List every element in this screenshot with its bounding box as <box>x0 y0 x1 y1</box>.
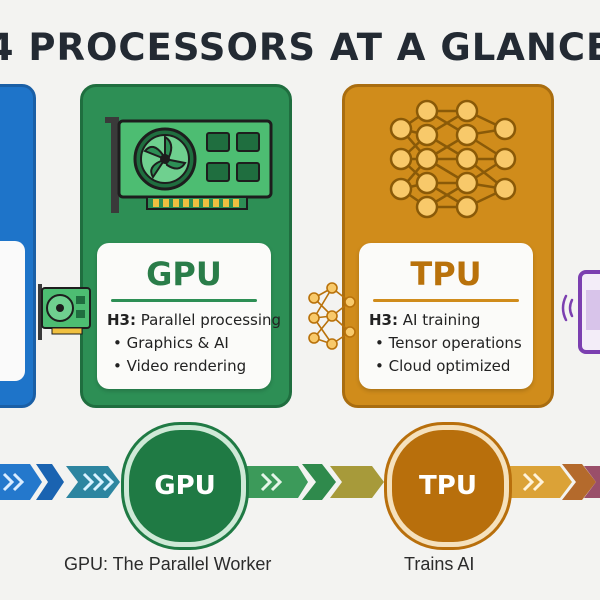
gpu-divider <box>111 299 257 302</box>
gpu-card: GPU H3: Parallel processing • Graphics &… <box>80 84 292 408</box>
tpu-bullet-2: • Cloud optimized <box>375 357 511 375</box>
tpu-h3-prefix: H3: <box>369 311 398 329</box>
cpu-card-panel <box>0 241 25 381</box>
blue-to-green-arrow <box>66 466 120 498</box>
tpu-caption: Trains AI <box>404 554 475 574</box>
gpu-flow-node: GPU <box>124 425 246 547</box>
tpu-divider <box>373 299 519 302</box>
cpu-card-partial <box>0 84 36 408</box>
gpu-info-panel: GPU H3: Parallel processing • Graphics &… <box>97 243 281 389</box>
neural-network-icon <box>389 99 517 219</box>
gpu-caption: GPU: The Parallel Worker <box>64 554 272 574</box>
blue-chevron-arrow <box>0 464 64 500</box>
page-title: 4 PROCESSORS AT A GLANCE <box>0 25 600 69</box>
gpu-bullet-2: • Video rendering <box>113 357 247 375</box>
tpu-bullet-1: • Tensor operations <box>375 334 522 352</box>
orange-right-arrow <box>496 464 600 500</box>
green-to-orange-arrow <box>232 464 384 500</box>
graphics-card-icon-small <box>38 284 91 340</box>
neural-network-icon-small <box>308 282 356 350</box>
tpu-h3-line: H3: AI training <box>369 311 480 329</box>
tpu-heading: TPU <box>410 255 482 293</box>
mobile-device-icon <box>561 270 600 354</box>
tpu-flow-node: TPU <box>387 425 509 547</box>
gpu-h3-prefix: H3: <box>107 311 136 329</box>
gpu-heading: GPU <box>146 255 222 293</box>
gpu-h3-text: Parallel processing <box>140 311 282 329</box>
flow-arrows <box>0 464 600 500</box>
tpu-info-panel: TPU H3: AI training • Tensor operations … <box>359 243 533 389</box>
gpu-h3-line: H3: Parallel processing <box>107 311 281 329</box>
graphics-card-icon <box>105 117 273 213</box>
tpu-card: TPU H3: AI training • Tensor operations … <box>342 84 554 408</box>
gpu-bullet-1: • Graphics & AI <box>113 334 229 352</box>
tpu-h3-text: AI training <box>402 311 481 329</box>
